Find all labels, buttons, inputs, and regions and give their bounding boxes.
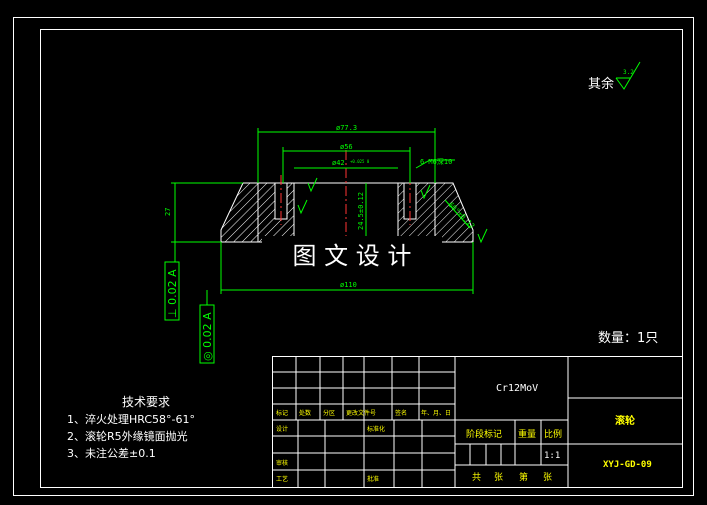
svg-text:张: 张 [494,472,503,483]
watermark-background [262,236,442,272]
svg-text:更改文件号: 更改文件号 [346,409,376,417]
title-block [272,356,683,488]
svg-text:年、月、日: 年、月、日 [421,409,451,417]
svg-text:批准: 批准 [367,475,379,483]
tolerance-frame-coaxiality: ◎ 0.02 A [199,304,215,364]
title-block-headers: 标记 处数 分区 更改文件号 签名 年、月、日 设计 标准化 审核 工艺 批准 [276,409,451,483]
dim-holes: 6-M6深10 [420,157,452,166]
svg-text:审核: 审核 [276,459,288,467]
roughness-symbol-icon [297,177,488,244]
dim-inner: ø42 [332,159,345,167]
svg-text:张: 张 [543,472,552,483]
title-drawing-no: XYJ-GD-09 [603,460,652,470]
notes-item-2: 2、滚轮R5外缘镜面抛光 [67,429,188,443]
roughness-icon [615,61,641,90]
dimension-lines [171,128,474,305]
svg-text:设计: 设计 [276,425,288,433]
svg-text:工艺: 工艺 [276,475,288,483]
svg-text:⊥ 0.02 A: ⊥ 0.02 A [166,269,179,318]
title-scale: 1:1 [544,451,560,461]
notes-title: 技术要求 [122,395,170,409]
svg-text:◎ 0.02 A: ◎ 0.02 A [201,312,214,361]
title-part-name: 滚轮 [615,414,635,427]
dim-height: 27 [164,208,172,216]
dim-base: ø110 [340,281,357,289]
dim-depth: 24.5±0.12 [357,192,365,230]
svg-text:阶段标记: 阶段标记 [466,428,502,440]
svg-text:比例: 比例 [544,428,562,440]
part-section-left [220,182,259,243]
svg-text:处数: 处数 [299,409,311,417]
watermark-text: 图 文 设 计 [293,242,412,270]
title-block-headers-mid: 阶段标记 重量 比例 共 张 第 张 [466,428,562,483]
dim-inner-tol: +0.025 0 [350,159,370,164]
svg-text:签名: 签名 [395,409,407,417]
outer-frame [13,17,694,496]
centerlines [280,150,411,250]
dim-outer: ø77.3 [336,124,357,132]
svg-text:标记: 标记 [276,409,288,417]
dim-mid: ø56 [340,143,353,151]
notes-item-3: 3、未注公差±0.1 [67,446,156,460]
svg-text:分区: 分区 [323,409,335,417]
roughness-value: 3.2 [623,69,634,76]
svg-text:标准化: 标准化 [367,425,385,433]
svg-text:重量: 重量 [518,428,536,440]
svg-text:第: 第 [519,471,528,483]
roughness-label: 其余 [588,76,614,92]
quantity-label: 数量：1只 [598,331,658,346]
title-material: Cr12MoV [496,383,538,394]
svg-text:共: 共 [472,472,481,483]
notes-item-1: 1、淬火处理HRC58°-61° [67,412,195,426]
tolerance-frame-perpendicularity: ⊥ 0.02 A [164,261,180,321]
